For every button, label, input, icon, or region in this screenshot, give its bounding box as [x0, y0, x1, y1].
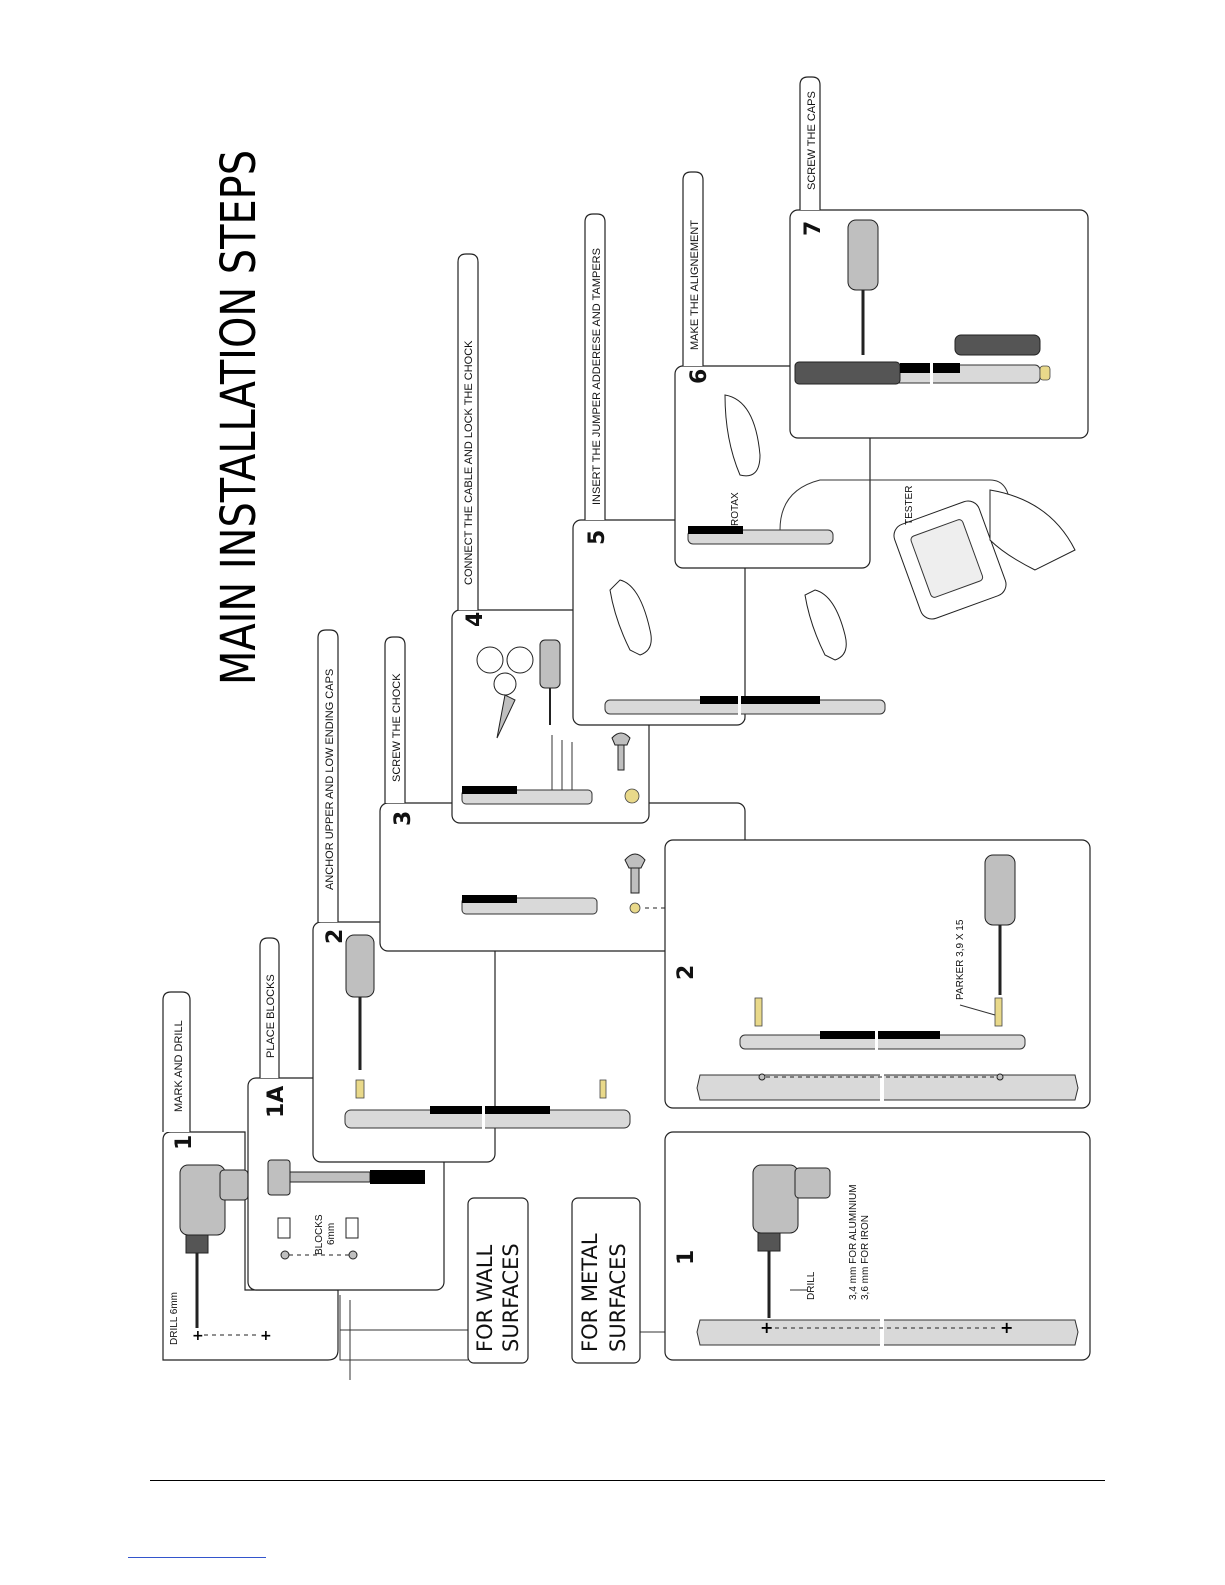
wall-step-3: 3 SCREW THE CHOCK	[379, 636, 746, 952]
step-number: 3	[391, 811, 416, 826]
step-number: 6	[687, 369, 712, 384]
wrench-icon	[624, 853, 646, 894]
step-number: 4	[463, 612, 488, 627]
screwdriver-icon	[984, 854, 1016, 995]
step-number: 7	[801, 221, 826, 236]
step-caption: MAKE THE ALIGNEMENT	[689, 220, 701, 350]
rotax-label: ROTAX	[730, 492, 741, 526]
iron-note: 3,6 mm FOR IRON	[860, 1215, 871, 1300]
step-number: 2	[674, 965, 699, 980]
drill-icon	[752, 1164, 831, 1318]
step-caption: SCREW THE CAPS	[806, 91, 818, 190]
footer-link-underline	[128, 1557, 266, 1558]
mark-plus-icon: +	[192, 1328, 204, 1344]
footer-rule	[150, 1480, 1105, 1481]
screwdriver-icon	[847, 219, 879, 355]
step-number: 5	[585, 530, 610, 545]
mark-plus-icon: +	[760, 1318, 773, 1337]
drill-size-note: DRILL 6mm	[169, 1292, 180, 1345]
screwdriver-icon	[345, 934, 375, 1070]
metal-label-line2: SURFACES	[606, 1243, 630, 1352]
wall-step-5: 5 INSERT THE JUMPER ADDERESE AND TAMPERS	[572, 213, 886, 726]
mark-plus-icon: +	[260, 1328, 272, 1344]
step-caption: INSERT THE JUMPER ADDERESE AND TAMPERS	[591, 248, 603, 505]
hand-icon	[989, 489, 1076, 571]
wall-step-7: 6 7 SCREW THE CAPS	[789, 76, 1089, 439]
step-number: 1A	[264, 1086, 289, 1118]
blocks-size: 6mm	[326, 1223, 337, 1245]
blocks-label: BLOCKS	[314, 1214, 325, 1255]
parker-screw-label: PARKER 3,9 X 15	[955, 919, 966, 1000]
metal-step-1: 1 + + DRILL 3,4 mm FOR ALUMINIUM 3,6 mm …	[664, 1131, 1091, 1361]
hand-icon	[609, 579, 652, 656]
hand-icon	[804, 589, 847, 661]
step-caption: ANCHOR UPPER AND LOW ENDING CAPS	[324, 669, 336, 890]
wall-label-line2: SURFACES	[499, 1243, 523, 1352]
scissors-icon	[476, 646, 534, 739]
page-title: MAIN INSTALLATION STEPS	[211, 150, 267, 685]
step-caption: CONNECT THE CABLE AND LOCK THE CHOCK	[463, 340, 475, 585]
wrench-icon	[611, 732, 631, 771]
step-caption: SCREW THE CHOCK	[391, 673, 403, 782]
step-number: 1	[674, 1250, 699, 1265]
drill-label: DRILL	[806, 1271, 817, 1300]
tester-label: TESTER	[904, 486, 915, 525]
metal-label-line1: FOR METAL	[578, 1233, 602, 1352]
wall-label-line1: FOR WALL	[473, 1244, 497, 1352]
drill-icon	[179, 1164, 249, 1328]
mark-plus-icon: +	[1000, 1318, 1013, 1337]
tester-icon	[893, 500, 1007, 620]
hammer-icon	[267, 1159, 425, 1196]
wall-surfaces-label: FOR WALL SURFACES	[467, 1197, 529, 1364]
metal-surfaces-label: FOR METAL SURFACES	[571, 1197, 641, 1364]
wall-step-2: 2 ANCHOR UPPER AND LOW ENDING CAPS	[312, 629, 631, 1163]
step-caption: MARK AND DRILL	[173, 1020, 185, 1112]
screwdriver-icon	[539, 639, 561, 725]
aluminium-note: 3,4 mm FOR ALUMINIUM	[848, 1184, 859, 1300]
wall-step-1: 1 MARK AND DRILL DRILL 6mm + +	[162, 991, 339, 1361]
hand-icon	[724, 394, 761, 477]
step-number: 2	[323, 929, 348, 944]
step-number: 1	[172, 1135, 197, 1150]
metal-step-2: 2 PARKER 3,9 X 15	[664, 839, 1091, 1109]
step-caption: PLACE BLOCKS	[265, 974, 277, 1058]
